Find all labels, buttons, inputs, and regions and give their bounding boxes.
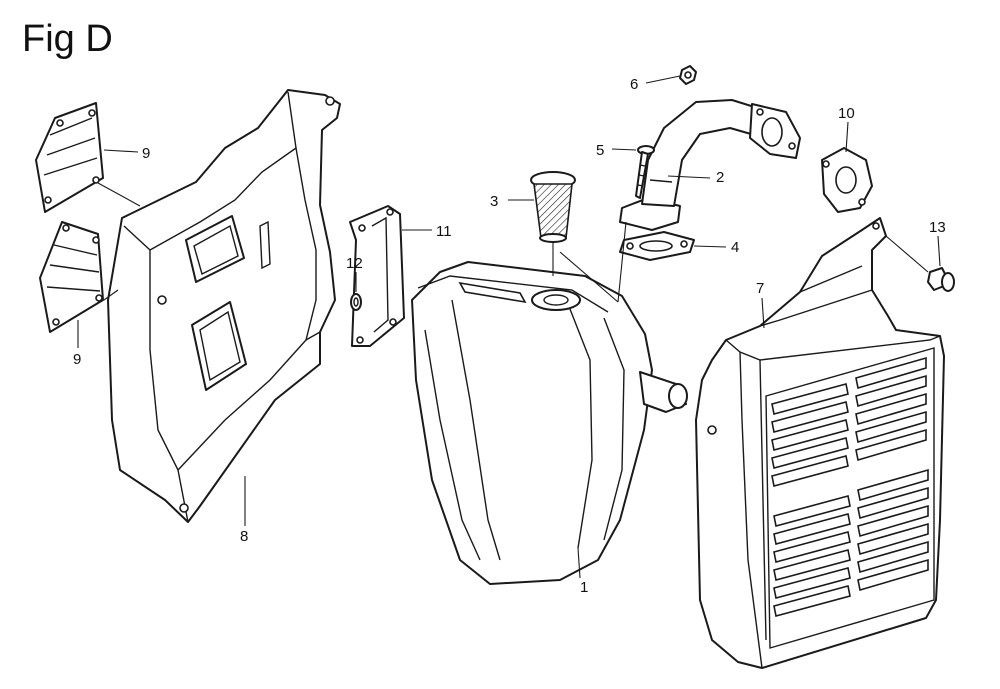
part-10-gasket [821,147,873,213]
callout-7: 7 [756,280,764,297]
callout-labels: 1 2 3 4 5 6 7 8 9 9 10 11 12 13 [73,76,946,596]
part-9-plate-lower [39,221,104,333]
part-9-plate-upper [35,102,104,213]
callout-12: 12 [346,255,363,272]
part-13-bolt [927,267,955,292]
callout-9-upper: 9 [142,145,150,162]
callout-9-lower: 9 [73,351,81,368]
part-6-nut [679,65,697,85]
part-1-muffler-body [411,261,688,585]
leader-lines [77,75,941,579]
callout-8: 8 [240,528,248,545]
callout-5: 5 [596,142,604,159]
callout-6: 6 [630,76,638,93]
part-8-protector-shell [107,89,341,523]
figure-title: Fig D [22,18,113,60]
callout-1: 1 [580,579,588,596]
callout-3: 3 [490,193,498,210]
callout-2: 2 [716,169,724,186]
part-3-spark-arrester-screen [530,171,576,243]
part-12-nut [350,293,362,311]
louver-panel [765,347,935,649]
callout-13: 13 [929,219,946,236]
part-2-exhaust-pipe [619,99,801,231]
part-5-bolt [635,145,655,199]
callout-11: 11 [436,223,452,240]
part-4-gasket [619,231,695,261]
part-11-bracket [349,205,405,347]
part-7-front-protector [695,217,945,669]
callout-10: 10 [838,105,855,122]
callout-4: 4 [731,239,739,256]
